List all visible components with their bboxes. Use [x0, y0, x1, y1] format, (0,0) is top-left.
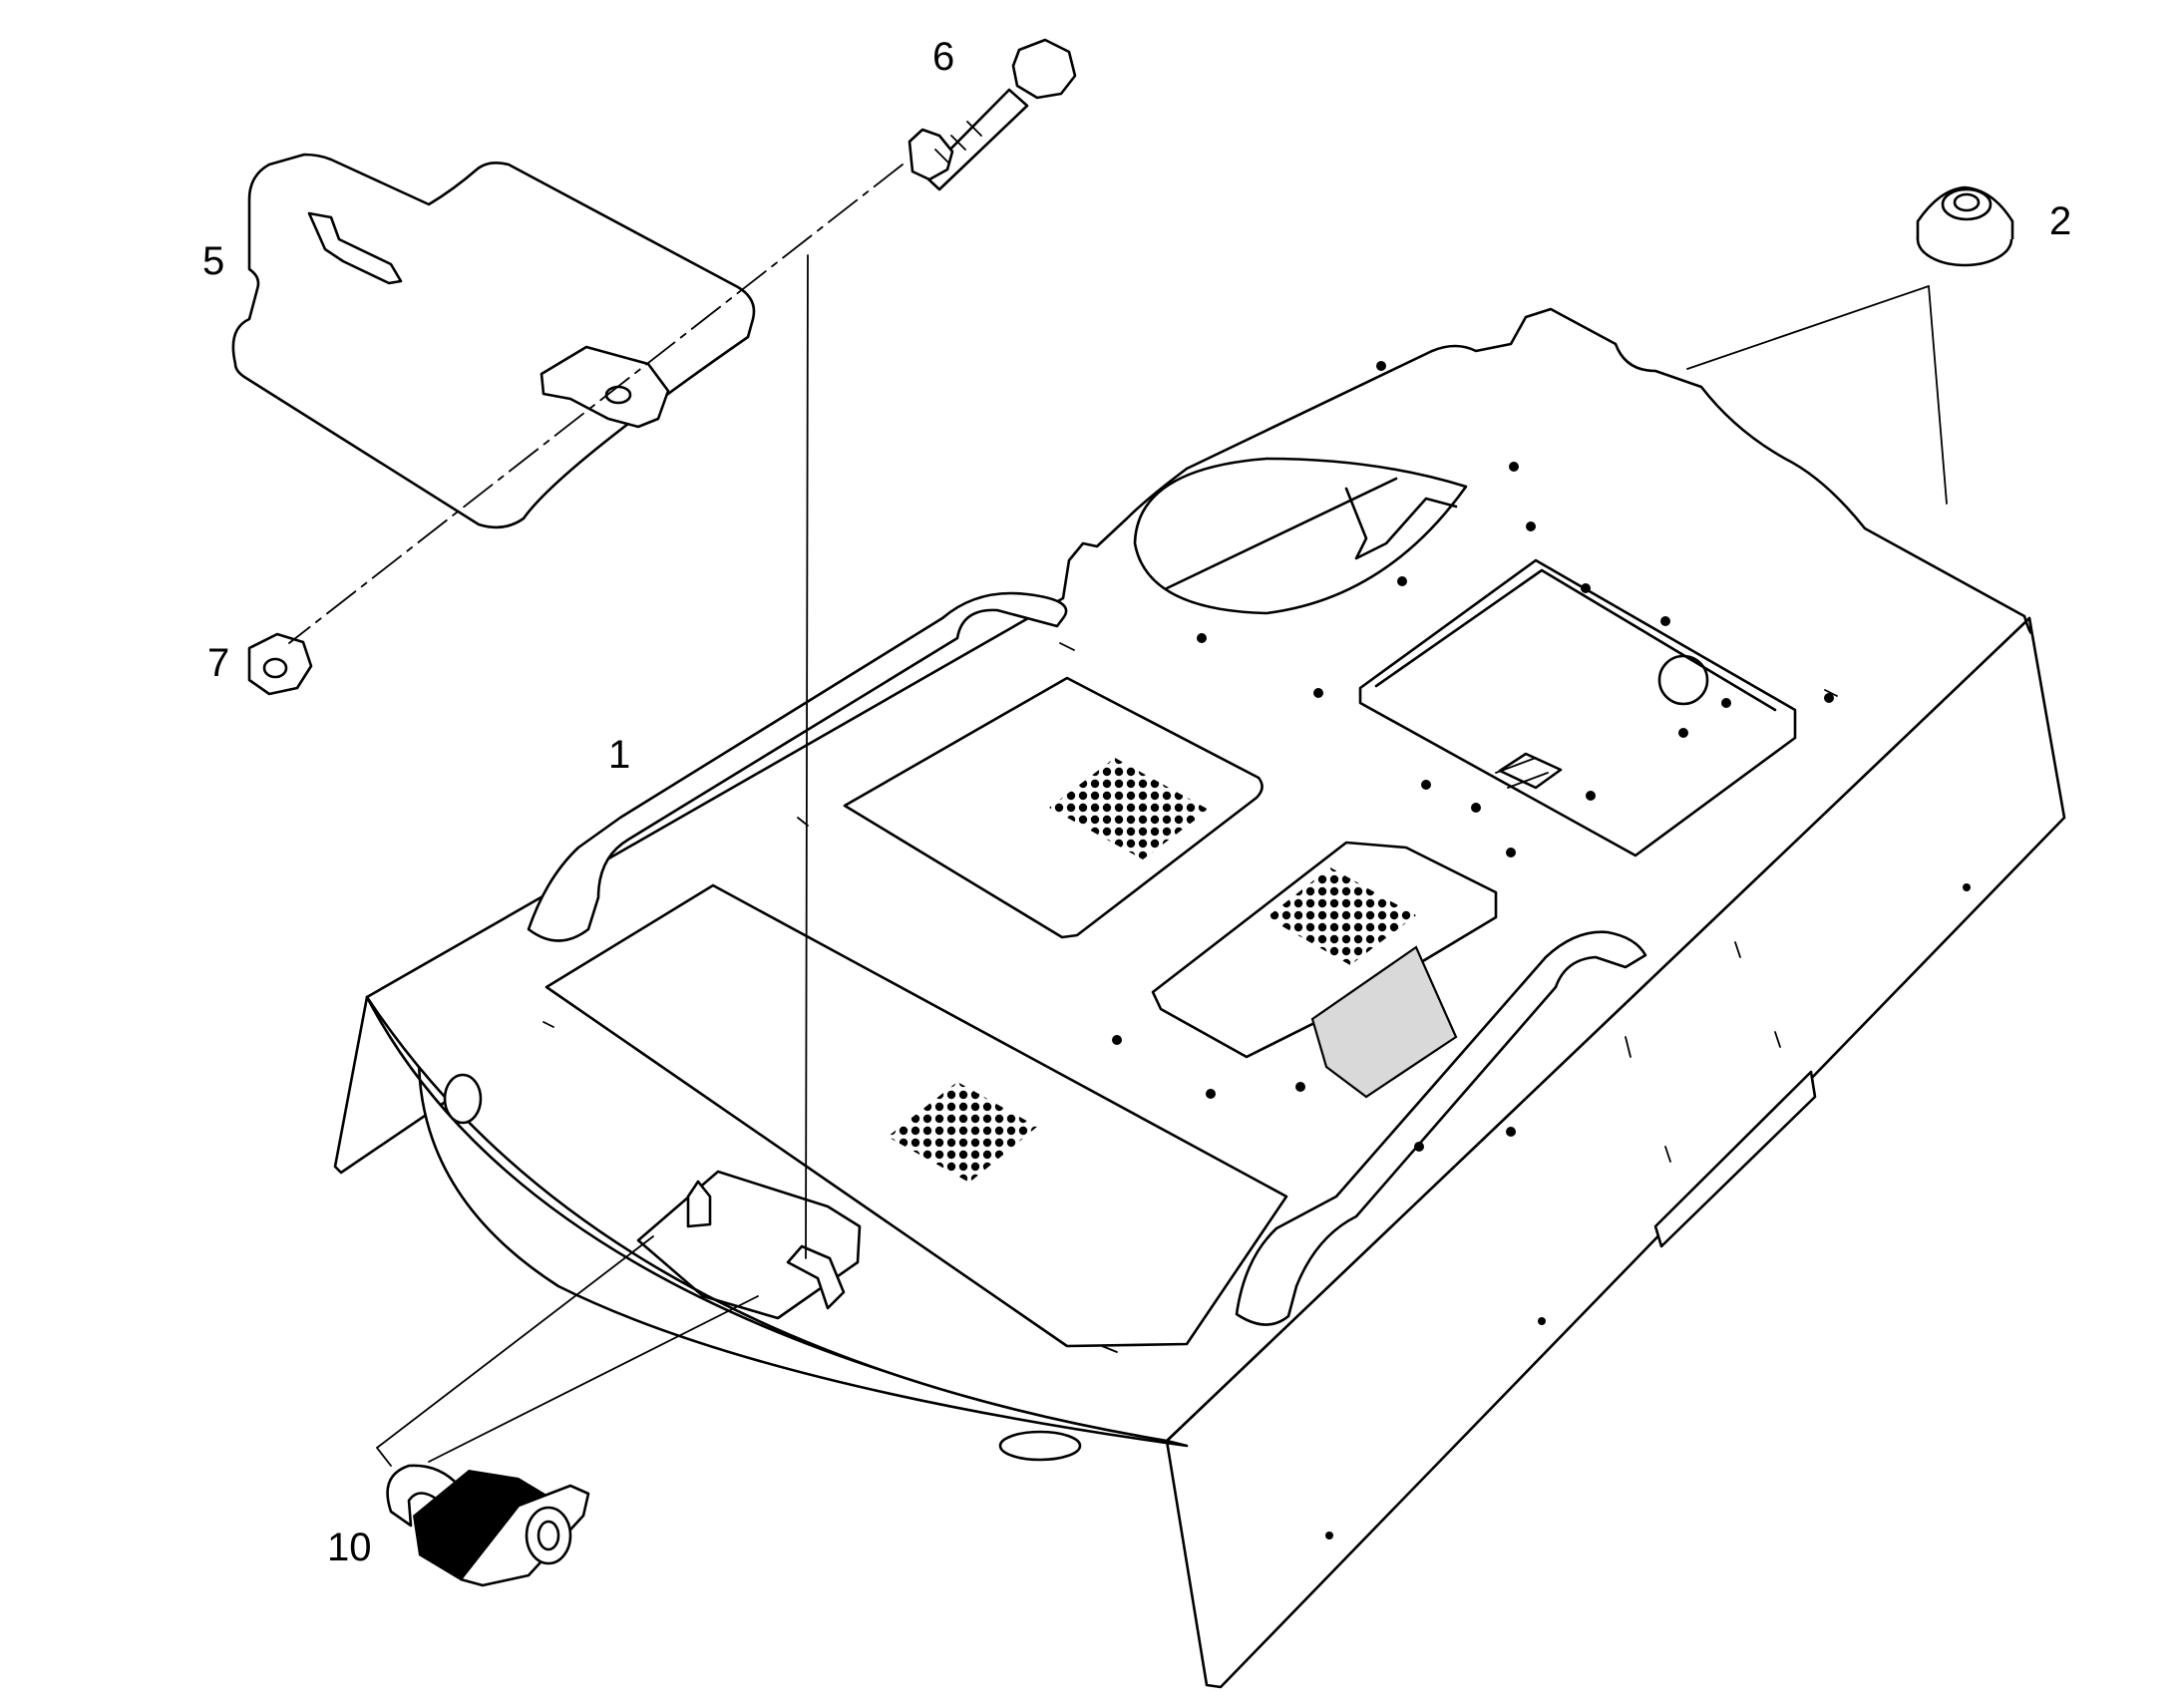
deck-panel [333, 307, 2066, 1689]
callout-1: 1 [608, 733, 630, 777]
callout-2: 2 [2049, 199, 2071, 243]
grommet-part-2 [1916, 185, 2014, 267]
hex-nut-part-7 [247, 632, 313, 696]
callout-5: 5 [202, 239, 224, 283]
cover-plate-part-5 [231, 153, 756, 529]
callout-10: 10 [327, 1526, 372, 1569]
callout-6: 6 [932, 35, 954, 79]
padlock-part-10 [386, 1464, 590, 1587]
leader-lines [288, 164, 1948, 1467]
hex-bolt-part-6 [908, 38, 1077, 191]
callout-7: 7 [207, 641, 229, 685]
